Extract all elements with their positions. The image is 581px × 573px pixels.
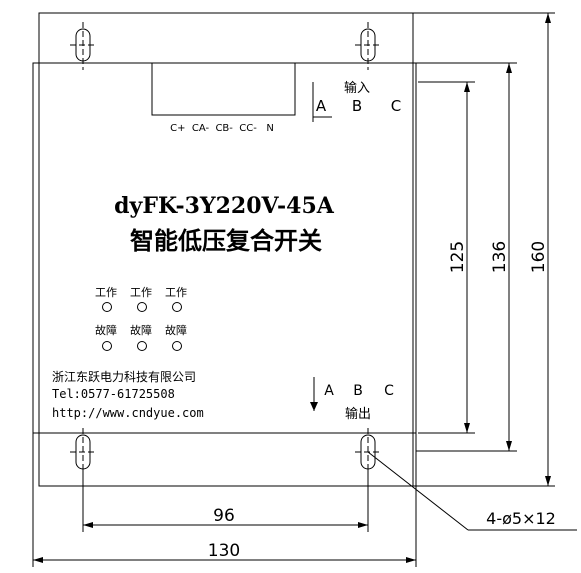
output-label: 输出 <box>345 406 371 422</box>
dimension-130 <box>32 433 417 567</box>
work-label-2: 工作 <box>130 286 152 299</box>
output-phase-c: C <box>384 383 394 399</box>
input-phase-b: B <box>352 97 362 115</box>
output-arrow-icon <box>310 402 318 411</box>
fault-label-1: 故障 <box>95 323 117 337</box>
fault-label-2: 故障 <box>130 323 152 337</box>
device-name: 智能低压复合开关 <box>130 226 322 255</box>
terminal-labels: C+ CA- CB- CC- N <box>170 123 274 134</box>
company-tel: Tel:0577-61725508 <box>52 387 175 401</box>
fault-led-3 <box>172 341 182 351</box>
mounting-plate-outline <box>38 12 414 487</box>
work-led-1 <box>102 302 112 312</box>
dimension-125 <box>418 81 475 434</box>
hole-spec-leader <box>367 451 577 531</box>
dimension-96 <box>82 470 369 532</box>
mounting-slot-top-left <box>70 22 96 70</box>
work-leds <box>102 302 182 312</box>
input-phase-c: C <box>391 97 401 115</box>
model-number: dyFK-3Y220V-45A <box>114 193 335 219</box>
fault-led-1 <box>102 341 112 351</box>
company-name: 浙江东跃电力科技有限公司 <box>52 370 196 384</box>
work-led-3 <box>172 302 182 312</box>
fault-leds <box>102 341 182 351</box>
dim-label-125: 125 <box>448 241 468 273</box>
dim-label-160: 160 <box>529 241 549 273</box>
fault-led-2 <box>137 341 147 351</box>
work-label-1: 工作 <box>95 286 117 299</box>
input-phase-a: A <box>316 97 327 115</box>
output-phase-a: A <box>324 383 334 399</box>
dimension-160 <box>413 12 555 487</box>
company-web: http://www.cndyue.com <box>52 406 204 420</box>
terminal-block <box>151 62 296 116</box>
work-label-3: 工作 <box>165 286 187 299</box>
hole-spec-label: 4-ø5×12 <box>486 509 556 528</box>
work-led-2 <box>137 302 147 312</box>
output-phase-b: B <box>353 383 363 399</box>
mounting-slot-top-right <box>355 22 381 70</box>
dim-label-130: 130 <box>208 541 240 561</box>
dimension-136 <box>416 62 517 452</box>
fault-label-3: 故障 <box>165 323 187 337</box>
mounting-slot-bottom-left <box>70 428 96 478</box>
dim-label-136: 136 <box>490 241 510 273</box>
input-label: 输入 <box>344 80 370 96</box>
dim-label-96: 96 <box>213 506 235 526</box>
